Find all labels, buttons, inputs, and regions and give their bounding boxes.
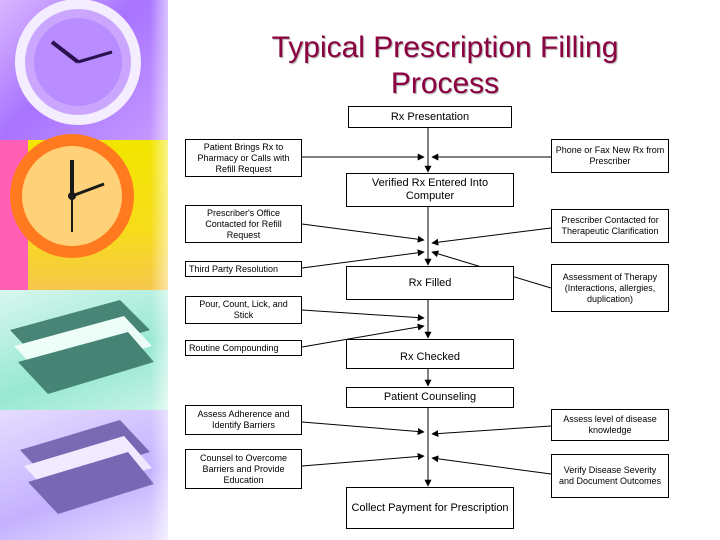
third-party-label: Third Party Resolution	[189, 263, 279, 274]
verified-rx-box: Verified Rx Entered Into Computer	[346, 173, 514, 207]
collect-payment-box: Collect Payment for Prescription	[346, 487, 514, 529]
assessment-therapy-label: Assessment of Therapy (Interactions, all…	[562, 271, 658, 304]
arrow-routine-compounding	[301, 323, 425, 348]
pour-count-box: Pour, Count, Lick, and Stick	[185, 296, 302, 324]
assess-level-label: Assess level of disease knowledge	[563, 414, 657, 435]
patient-brings-box: Patient Brings Rx to Pharmacy or Calls w…	[185, 139, 302, 177]
strip-fade	[150, 0, 168, 540]
prescriber-office-box: Prescriber's Office Contacted for Refill…	[185, 205, 302, 243]
rx-checked-box: Rx Checked	[346, 339, 514, 369]
assessment-therapy-box: Assessment of Therapy (Interactions, all…	[551, 264, 669, 312]
phone-fax-label: Phone or Fax New Rx from Prescriber	[555, 145, 665, 166]
arrow-assess-adherence	[301, 421, 425, 435]
phone-fax-box: Phone or Fax New Rx from Prescriber	[551, 139, 669, 173]
arrow-prescriber-contacted	[431, 227, 552, 246]
verified-rx-label: Verified Rx Entered Into Computer	[371, 177, 489, 202]
title-line-2: Process	[390, 67, 500, 100]
verify-severity-label: Verify Disease Severity and Document Out…	[558, 465, 662, 486]
assess-level-box: Assess level of disease knowledge	[551, 409, 669, 441]
rx-presentation-box: Rx Presentation	[348, 106, 512, 128]
prescriber-contacted-box: Prescriber Contacted for Therapeutic Cla…	[551, 209, 669, 243]
prescriber-contacted-label: Prescriber Contacted for Therapeutic Cla…	[561, 215, 659, 236]
rx-filled-label: Rx Filled	[408, 276, 452, 289]
papers-stack-icon	[10, 300, 154, 394]
patient-brings-label: Patient Brings Rx to Pharmacy or Calls w…	[197, 141, 290, 174]
patient-counseling-label: Patient Counseling	[383, 391, 477, 403]
arrow-counsel-overcome	[301, 453, 425, 467]
assess-adherence-box: Assess Adherence and Identify Barriers	[185, 405, 302, 435]
arrow-third-party	[301, 249, 425, 269]
rx-presentation-label: Rx Presentation	[390, 110, 470, 123]
prescriber-office-label: Prescriber's Office Contacted for Refill…	[205, 207, 282, 240]
decorative-image-strip	[0, 0, 168, 540]
assess-adherence-label: Assess Adherence and Identify Barriers	[197, 409, 290, 430]
papers-stack-icon-2	[20, 420, 154, 514]
patient-counseling-box: Patient Counseling	[346, 387, 514, 408]
counsel-overcome-label: Counsel to Overcome Barriers and Provide…	[199, 452, 288, 485]
page-title: Typical Prescription Filling Process	[170, 30, 720, 102]
verify-severity-box: Verify Disease Severity and Document Out…	[551, 454, 669, 498]
pour-count-label: Pour, Count, Lick, and Stick	[199, 299, 288, 320]
routine-compounding-box: Routine Compounding	[185, 340, 302, 356]
arrow-assess-level	[431, 425, 552, 438]
collect-payment-label: Collect Payment for Prescription	[351, 501, 509, 514]
arrow-verify-severity	[431, 455, 552, 475]
third-party-box: Third Party Resolution	[185, 261, 302, 277]
strip-graphics	[10, 0, 154, 514]
routine-compounding-label: Routine Compounding	[189, 342, 279, 353]
title-line-1: Typical Prescription Filling	[271, 31, 619, 64]
arrow-pour-count	[301, 309, 425, 322]
arrow-prescriber-office	[301, 223, 425, 243]
counsel-overcome-box: Counsel to Overcome Barriers and Provide…	[185, 449, 302, 489]
rx-filled-box: Rx Filled	[346, 266, 514, 300]
rx-checked-label: Rx Checked	[400, 351, 460, 363]
